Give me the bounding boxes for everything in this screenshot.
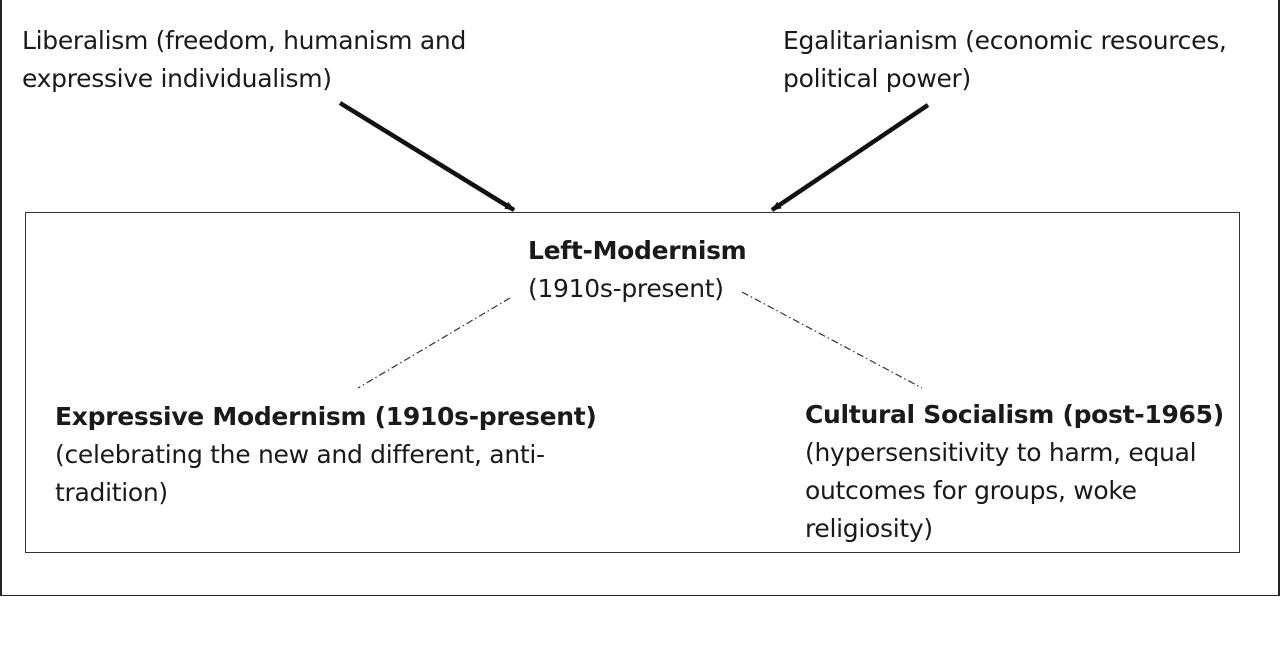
center-title: Left-Modernism <box>528 236 747 265</box>
connector-left-modernism-to-cultural-socialism <box>741 291 923 389</box>
center-subtitle: (1910s-present) <box>528 274 724 303</box>
diagram-frame <box>0 0 1280 596</box>
arrow-liberalism-to-left-modernism <box>338 101 516 212</box>
branch-right-line3: religiosity) <box>805 514 933 543</box>
source-left-line2: expressive individualism) <box>22 64 332 93</box>
branch-left-line1: (celebrating the new and different, anti… <box>55 440 545 469</box>
left-modernism-box <box>25 212 1240 553</box>
arrow-egalitarianism-to-left-modernism <box>770 103 930 212</box>
branch-right-line1: (hypersensitivity to harm, equal <box>805 438 1197 467</box>
branch-left-title: Expressive Modernism (1910s-present) <box>55 402 597 431</box>
connector-left-modernism-to-expressive-modernism <box>357 297 511 389</box>
branch-left-line2: tradition) <box>55 478 168 507</box>
source-right-line1: Egalitarianism (economic resources, <box>783 26 1227 55</box>
source-left-line1: Liberalism (freedom, humanism and <box>22 26 467 55</box>
branch-right-title: Cultural Socialism (post-1965) <box>805 400 1224 429</box>
source-right-line2: political power) <box>783 64 971 93</box>
branch-right-line2: outcomes for groups, woke <box>805 476 1137 505</box>
